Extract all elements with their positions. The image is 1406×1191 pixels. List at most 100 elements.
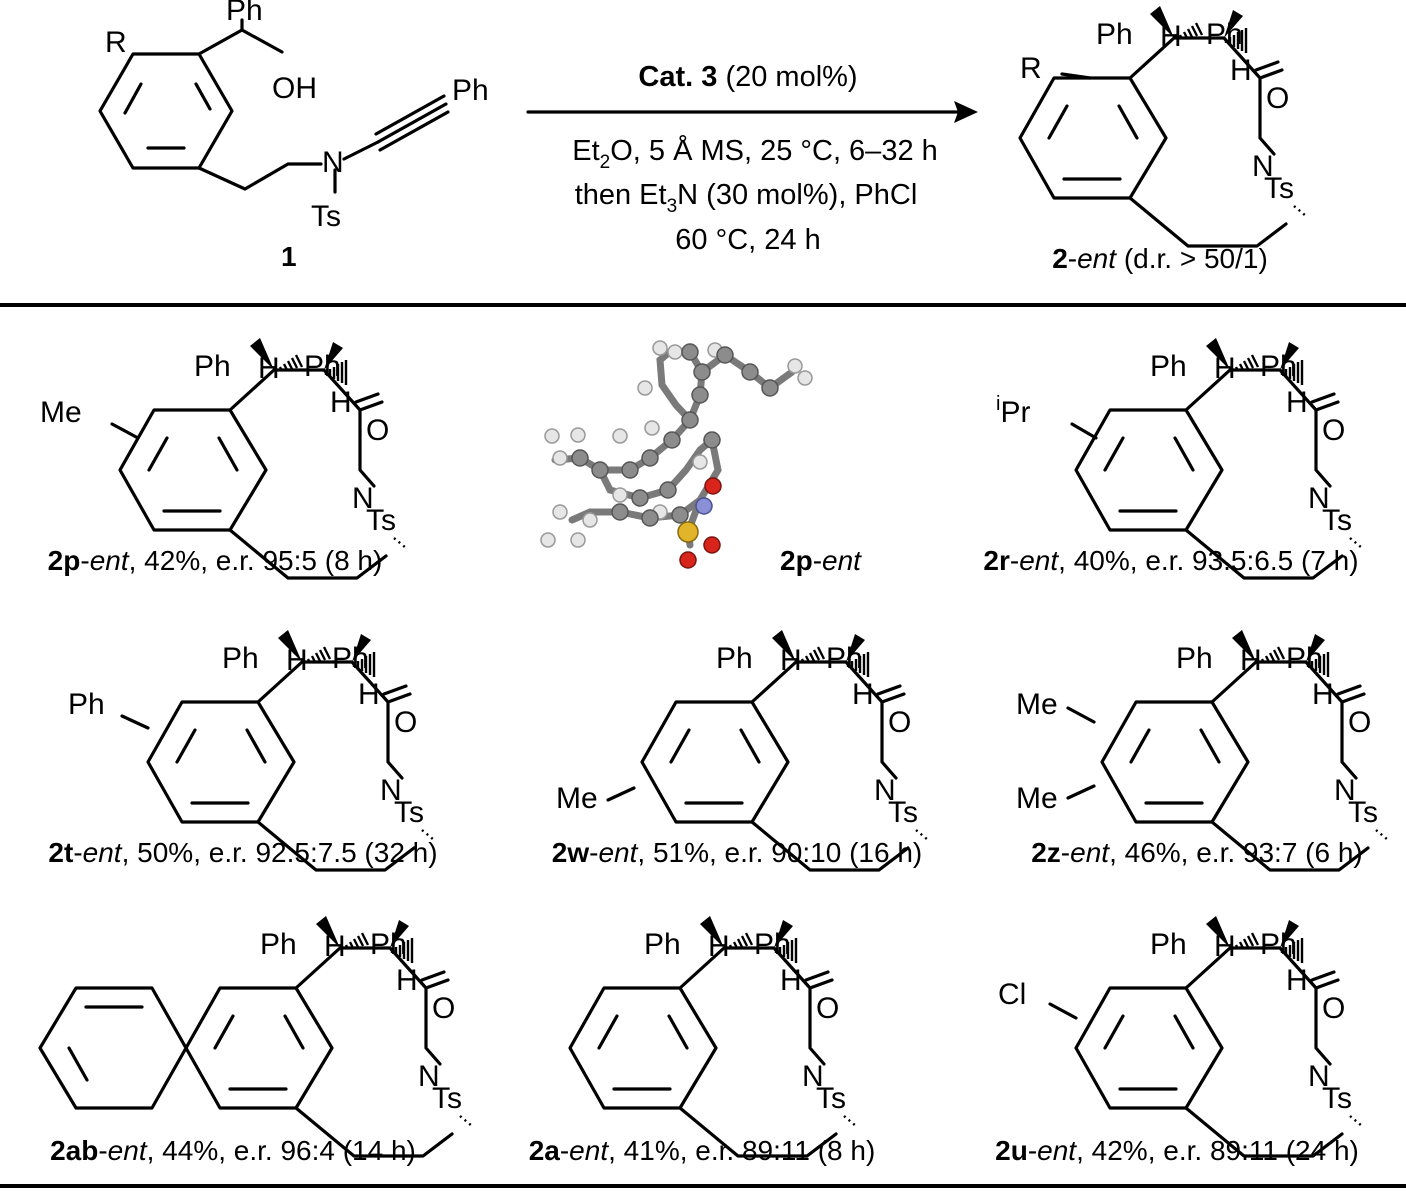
substrate-2t-ts-label: Ts bbox=[394, 796, 424, 829]
reactant-alkyne-ph-label: Ph bbox=[452, 74, 489, 107]
cond2-b: N (30 mol%), PhCl bbox=[677, 179, 917, 211]
substrate-2u-n-label: N bbox=[1308, 1060, 1330, 1093]
substrate-2t-o-label: O bbox=[394, 706, 417, 739]
cond3: 60 °C, 24 h bbox=[675, 224, 820, 256]
reactant-ts-label: Ts bbox=[311, 200, 341, 233]
substrate-2w-h-label: H bbox=[780, 644, 802, 677]
product-ph2: Ph bbox=[1206, 18, 1243, 51]
substrate-2p-caption: 2p-ent, 42%, e.r. 95:5 (8 h) bbox=[48, 545, 383, 576]
substrate-2z-caption: 2z-ent, 46%, e.r. 93:7 (6 h) bbox=[1031, 837, 1363, 868]
substrate-2p-top-substituent: Me bbox=[40, 396, 82, 429]
cond2-a: then Et bbox=[575, 179, 667, 211]
reactant-number: 1 bbox=[281, 241, 297, 272]
substrate-2z-n-label: N bbox=[1334, 774, 1356, 807]
substrate-2r-caption: 2r-ent, 40%, e.r. 93.5:6.5 (7 h) bbox=[983, 545, 1358, 576]
substrate-2a-ph-label: Ph bbox=[644, 928, 681, 961]
reactant-1: Ph OH R N Ts Ph 1 bbox=[98, 0, 489, 272]
catalyst-label: Cat. 3 bbox=[638, 61, 717, 93]
cond1-b: O, 5 Å MS, 25 °C, 6–32 h bbox=[610, 134, 938, 167]
substrate-2t-top-substituent: Ph bbox=[68, 688, 105, 721]
substrate-2r-o-label: O bbox=[1322, 414, 1345, 447]
substrate-2p-h-label: H bbox=[330, 386, 352, 419]
substrate-2a-ph-label: Ph bbox=[754, 928, 791, 961]
substrate-2t-ph-label: Ph bbox=[222, 642, 259, 675]
svg-text:Cat. 3 (20 mol%): Cat. 3 (20 mol%) bbox=[638, 61, 857, 93]
substrate-2a-caption: 2a-ent, 41%, e.r. 89:11 (8 h) bbox=[529, 1135, 876, 1166]
xray-oxygen-atom bbox=[703, 536, 721, 554]
xray-sulfur-atom bbox=[677, 521, 699, 543]
substrate-2r-h-label: H bbox=[1286, 386, 1308, 419]
substrate-2u-ts-label: Ts bbox=[1322, 1082, 1352, 1115]
substrate-2p-ph-label: Ph bbox=[304, 350, 341, 383]
substrate-2u-caption: 2u-ent, 42%, e.r. 89:11 (24 h) bbox=[995, 1135, 1359, 1166]
substrate-2w-ph-label: Ph bbox=[826, 642, 863, 675]
substrate-2ab-o-label: O bbox=[432, 992, 455, 1025]
substrate-2w-ts-label: Ts bbox=[888, 796, 918, 829]
substrate-2a-n-label: N bbox=[802, 1060, 824, 1093]
substrate-2w-caption: 2w-ent, 51%, e.r. 90:10 (16 h) bbox=[552, 837, 922, 868]
product-2-ent: R Ph H Ph H O N Ts 2-ent (d.r. > 50/1) bbox=[1018, 4, 1308, 274]
cond1-a: Et bbox=[572, 135, 599, 167]
product-r-label: R bbox=[1020, 52, 1042, 85]
reactant-n-label: N bbox=[322, 146, 344, 179]
reaction-conditions: Cat. 3 (20 mol%) Et2O, 5 Å MS, 25 °C, 6–… bbox=[572, 61, 938, 256]
xray-caption: 2p-ent bbox=[780, 545, 862, 576]
substrate-2z-h-label: H bbox=[1240, 644, 1262, 677]
substrate-2z-ph-label: Ph bbox=[1176, 642, 1213, 675]
substrate-2w-o-label: O bbox=[888, 706, 911, 739]
substrate-2a-h-label: H bbox=[708, 930, 730, 963]
substrate-2p-h-label: H bbox=[258, 352, 280, 385]
substrate-2u-h-label: H bbox=[1286, 964, 1308, 997]
substrate-2a-ts-label: Ts bbox=[816, 1082, 846, 1115]
cond2-sub: 3 bbox=[667, 196, 678, 217]
substrate-2p-n-label: N bbox=[352, 482, 374, 515]
product-n: N bbox=[1252, 150, 1274, 183]
substrate-2r-h-label: H bbox=[1214, 352, 1236, 385]
svg-text:then Et3N (30 mol%), PhCl: then Et3N (30 mol%), PhCl bbox=[575, 179, 918, 217]
substrate-2r-ph-label: Ph bbox=[1260, 350, 1297, 383]
substrate-2t-h-label: H bbox=[358, 678, 380, 711]
substrate-2r-ts-label: Ts bbox=[1322, 504, 1352, 537]
substrate-2z-o-label: O bbox=[1348, 706, 1371, 739]
substrate-2z-bottom-substituent: Me bbox=[1016, 782, 1058, 815]
substrate-2ab-h-label: H bbox=[324, 930, 346, 963]
substrate-2ab-caption: 2ab-ent, 44%, e.r. 96:4 (14 h) bbox=[50, 1135, 416, 1166]
substrate-2t-ph-label: Ph bbox=[332, 642, 369, 675]
catalyst-loading: (20 mol%) bbox=[717, 61, 857, 93]
substrate-2t-h-label: H bbox=[286, 644, 308, 677]
substrate-2z-ph-label: Ph bbox=[1286, 642, 1323, 675]
substrate-2z-ts-label: Ts bbox=[1348, 796, 1378, 829]
substrate-2ab-h-label: H bbox=[396, 964, 418, 997]
substrate-2u-ph-label: Ph bbox=[1260, 928, 1297, 961]
product-ts: Ts bbox=[1264, 172, 1294, 205]
product-o: O bbox=[1266, 82, 1289, 115]
cond1-sub: 2 bbox=[600, 152, 611, 173]
substrate-2w-ph-label: Ph bbox=[716, 642, 753, 675]
xray-nitrogen-atom bbox=[695, 497, 713, 515]
reaction-arrow bbox=[526, 101, 978, 123]
xray-structure-2p-ent: 2p-ent bbox=[540, 340, 862, 576]
reactant-oh-label: OH bbox=[272, 72, 317, 105]
substrate-2ab-ph-label: Ph bbox=[260, 928, 297, 961]
substrate-2z-top-substituent: Me bbox=[1016, 688, 1058, 721]
substrate-2r-n-label: N bbox=[1308, 482, 1330, 515]
substrate-2ab-n-label: N bbox=[418, 1060, 440, 1093]
substrate-2w-bottom-substituent: Me bbox=[556, 782, 598, 815]
product-h1: H bbox=[1160, 20, 1182, 53]
reactant-ph-label: Ph bbox=[226, 0, 263, 27]
substrate-2t-n-label: N bbox=[380, 774, 402, 807]
substrate-2w-h-label: H bbox=[852, 678, 874, 711]
substrate-2u-o-label: O bbox=[1322, 992, 1345, 1025]
xray-oxygen-atom bbox=[679, 551, 697, 569]
substrate-2p-o-label: O bbox=[366, 414, 389, 447]
xray-oxygen-atom bbox=[704, 477, 722, 495]
substrate-2ab-ts-label: Ts bbox=[432, 1082, 462, 1115]
